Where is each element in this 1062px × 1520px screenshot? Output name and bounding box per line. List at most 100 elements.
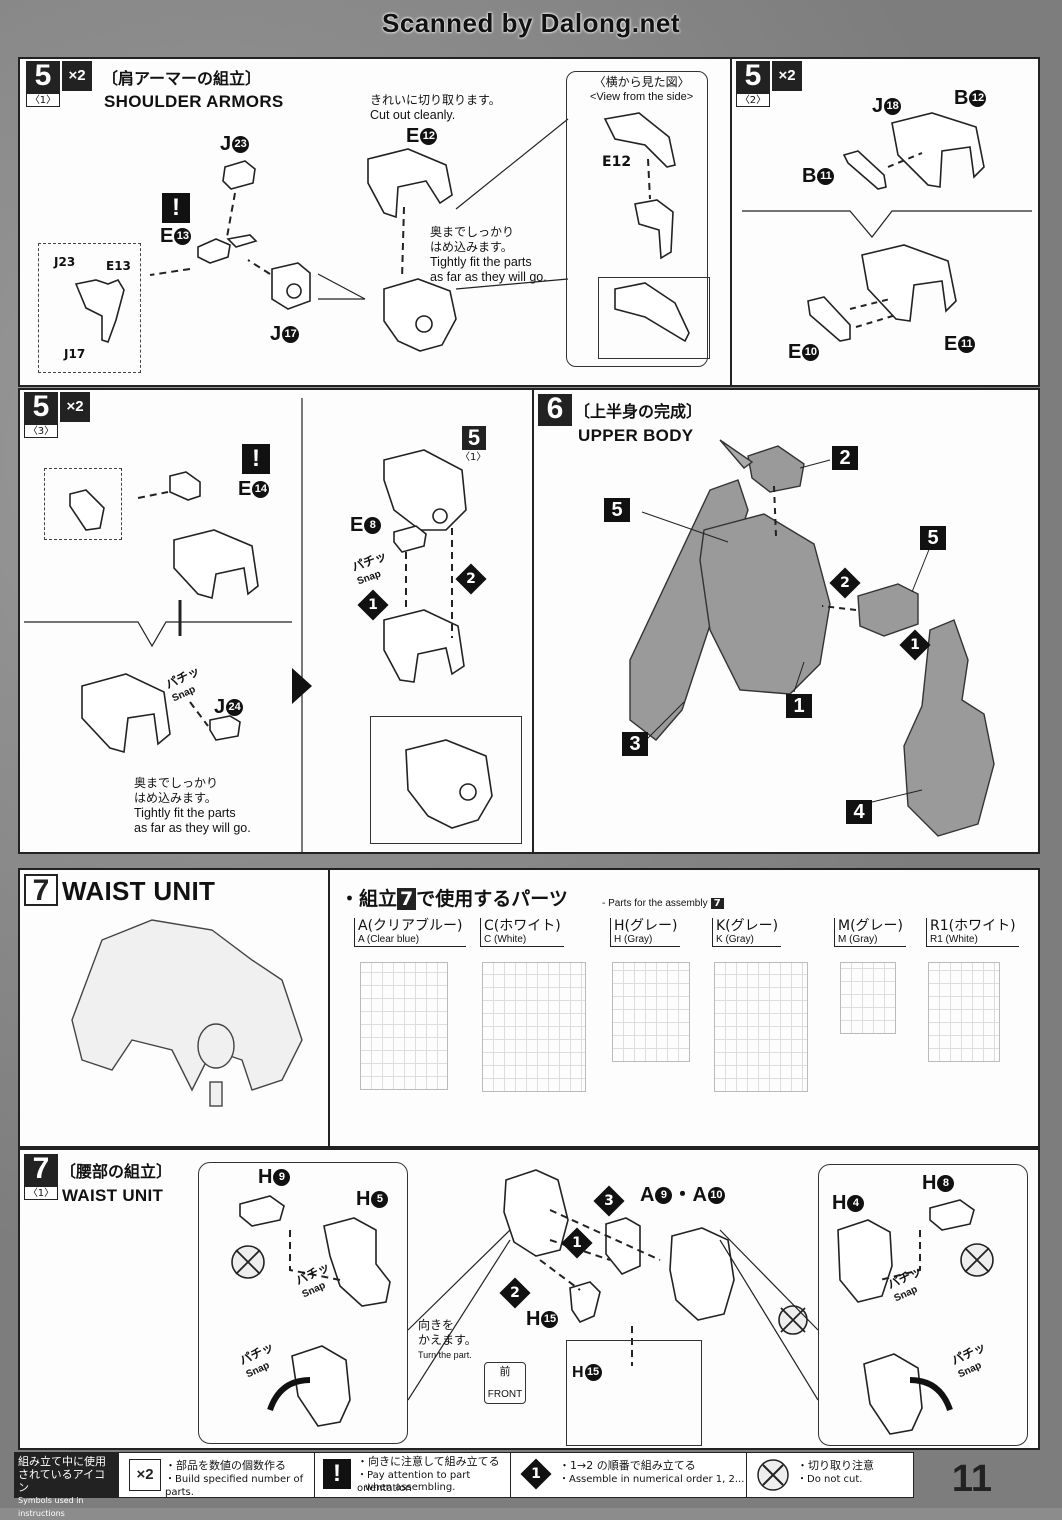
step-number: 5 xyxy=(736,61,770,93)
side-detail-box xyxy=(598,277,710,359)
panel-step7: 7 WAIST UNIT xyxy=(18,868,330,1148)
cut-note: きれいに切り取ります。Cut out cleanly. xyxy=(370,93,501,122)
substep-label: 〈1〉 xyxy=(26,93,60,107)
panel-step6: 6 〔上半身の完成〕 UPPER BODY 5 2 5 1 3 4 2 1 xyxy=(532,388,1040,854)
page-number: 11 xyxy=(951,1458,992,1500)
order-2: 2 xyxy=(455,563,487,595)
runner-label-r1: R1(ホワイト)R1 (White) xyxy=(926,918,1019,947)
runner-label-a: A(クリアブルー)A (Clear blue) xyxy=(354,918,466,947)
step-title-jp: 〔上半身の完成〕 xyxy=(574,402,703,421)
multiplier-badge: ×2 xyxy=(60,392,90,422)
runner-label-c: C(ホワイト)C (White) xyxy=(480,918,564,947)
step-number: 5 xyxy=(26,61,60,93)
shoulder-armor-illustration xyxy=(74,112,690,352)
substep-label: 〈3〉 xyxy=(24,424,58,438)
inset-label-j23: J23 xyxy=(54,255,76,269)
attention-icon: ! xyxy=(162,193,190,223)
step-title-jp: 〔肩アーマーの組立〕 xyxy=(102,69,262,88)
panel-step7-1: 7 〈1〉 〔腰部の組立〕 WAIST UNIT xyxy=(18,1148,1040,1450)
multiplier-badge: ×2 xyxy=(772,61,802,91)
upper-body-illustration xyxy=(629,439,995,837)
runner-a xyxy=(360,962,448,1090)
order-1: 1 xyxy=(899,629,931,661)
front-indicator: 前 FRONT xyxy=(484,1362,526,1404)
multiplier-icon: ×2 xyxy=(129,1459,161,1491)
inset-label-e13: E13 xyxy=(106,259,131,273)
right-detail-box xyxy=(818,1164,1028,1446)
runner-h xyxy=(612,962,690,1062)
shoulder-final-illustration xyxy=(24,398,493,852)
step-title-jp: 〔腰部の組立〕 xyxy=(60,1162,173,1181)
order-1: 1 xyxy=(357,589,389,621)
result-box xyxy=(370,716,522,844)
waist-unit-illustration xyxy=(71,919,303,1107)
side-view-title: 〈横から見た図〉<View from the side> xyxy=(590,75,694,103)
scan-credit: Scanned by Dalong.net xyxy=(382,8,680,38)
h15-detail-box xyxy=(566,1340,702,1446)
order-2: 2 xyxy=(499,1277,531,1309)
order-3: 3 xyxy=(593,1185,625,1217)
attention-icon: ! xyxy=(242,444,270,474)
runner-m xyxy=(840,962,896,1034)
shoulder-assembly-illustration xyxy=(742,112,1032,342)
legend-attention: ! ・向きに注意して組み立てる ・Pay attention to part o… xyxy=(315,1453,511,1497)
side-view-box xyxy=(566,71,708,367)
legend-multiplier: ×2 ・部品を数値の個数作る ・Build specified number o… xyxy=(119,1453,315,1498)
callout-5-left: 5 xyxy=(604,498,630,522)
side-label-e12: E12 xyxy=(602,154,632,170)
runner-k xyxy=(714,962,808,1092)
substep-label: 〈2〉 xyxy=(736,93,770,107)
substep-label: 〈1〉 xyxy=(24,1186,58,1200)
runner-r1 xyxy=(928,962,1000,1062)
order-icon: 1 xyxy=(520,1458,552,1490)
attention-icon: ! xyxy=(323,1459,351,1489)
callout-2: 2 xyxy=(832,446,858,470)
inset-label-j17: J17 xyxy=(64,347,86,361)
callout-1: 1 xyxy=(786,694,812,718)
callout-3: 3 xyxy=(622,732,648,756)
order-2: 2 xyxy=(829,567,861,599)
step-number: 5 xyxy=(24,392,58,424)
runner-label-h: H(グレー)H (Gray) xyxy=(610,918,681,947)
runner-label-m: M(グレー)M (Gray) xyxy=(834,918,907,947)
step-number: 6 xyxy=(538,394,572,426)
do-not-cut-icon xyxy=(757,1459,789,1491)
multiplier-badge: ×2 xyxy=(62,61,92,91)
legend-do-not-cut: ・切り取り注意 ・Do not cut. xyxy=(747,1453,913,1497)
step-number: 7 xyxy=(24,1154,58,1186)
left-detail-box xyxy=(198,1162,408,1444)
step-title-en: UPPER BODY xyxy=(578,426,694,445)
step-title-en: SHOULDER ARMORS xyxy=(104,92,284,111)
step-title-en: WAIST UNIT xyxy=(62,876,216,906)
runner-c xyxy=(482,962,586,1092)
step-number-5-3: 5 ×2 〈3〉 xyxy=(24,392,90,438)
parts-title-en: - Parts for the assembly 7 xyxy=(602,896,724,911)
step-number: 7 xyxy=(24,874,58,906)
step-title-en: WAIST UNIT xyxy=(62,1186,164,1205)
